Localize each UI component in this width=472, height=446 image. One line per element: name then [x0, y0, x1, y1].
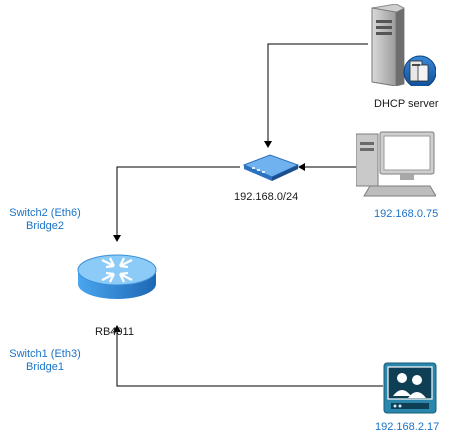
video-conference-icon — [383, 362, 437, 414]
pc-ip-label: 192.168.0.75 — [374, 208, 439, 220]
server-icon — [371, 3, 437, 89]
router-label: RB4011 — [95, 326, 134, 338]
switch-subnet-label: 192.168.0/24 — [234, 191, 299, 203]
desktop-pc-icon — [355, 131, 437, 197]
dhcp-server-label: DHCP server — [374, 98, 439, 110]
link-camera-to-router — [113, 325, 383, 387]
link-dhcp-to-switch — [264, 43, 368, 148]
camera-node — [383, 362, 437, 414]
switch1-port-line2: Bridge1 — [26, 361, 64, 373]
router-icon — [77, 254, 157, 299]
switch-node — [242, 151, 300, 181]
switch1-port-label: Switch1 (Eth3) Bridge1 — [6, 348, 84, 374]
dhcp-server-node — [366, 3, 437, 89]
switch2-port-label: Switch2 (Eth6) Bridge2 — [6, 207, 84, 233]
router-node — [76, 246, 158, 308]
switch1-port-line1: Switch1 (Eth3) — [9, 348, 81, 360]
switch2-port-line1: Switch2 (Eth6) — [9, 207, 81, 219]
camera-ip-label: 192.168.2.17 — [375, 421, 440, 433]
switch-icon — [242, 154, 300, 181]
link-switch-to-router — [113, 166, 240, 242]
pc-node — [355, 130, 437, 198]
switch2-port-line2: Bridge2 — [26, 220, 64, 232]
